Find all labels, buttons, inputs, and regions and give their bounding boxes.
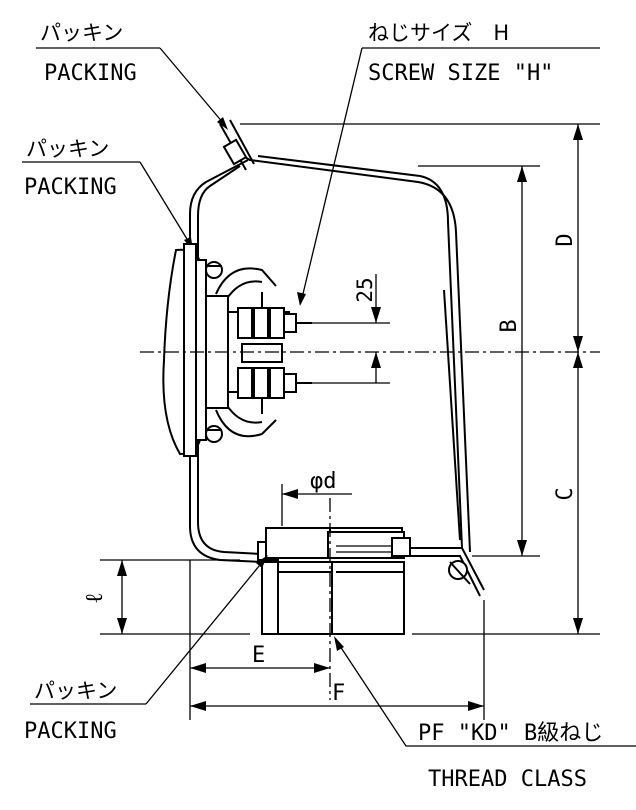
thread-en: THREAD CLASS — [428, 767, 587, 792]
screw-jp: ねじサイズ H — [368, 21, 509, 45]
packing-left-jp: パッキン — [26, 137, 109, 161]
dimension-l: ℓ — [80, 560, 127, 634]
centerlines — [140, 351, 600, 700]
dimension-25: 25 — [353, 274, 381, 383]
label-B: B — [497, 319, 522, 332]
callout-packing-top: パッキン PACKING — [36, 21, 228, 130]
label-E: E — [252, 643, 265, 668]
hood-body — [189, 119, 485, 597]
packing-bottom-jp: パッキン — [34, 679, 117, 703]
mounting-assembly — [162, 243, 312, 457]
label-D: D — [553, 233, 578, 246]
label-l: ℓ — [80, 592, 108, 604]
outlet-nozzle — [257, 527, 411, 635]
thread-jp: PF "KD" B級ねじ — [418, 721, 603, 746]
callout-screw-size: ねじサイズ H SCREW SIZE "H" — [297, 21, 600, 306]
screw-en: SCREW SIZE "H" — [368, 61, 553, 86]
dimension-E: E — [190, 643, 330, 673]
packing-top-en: PACKING — [44, 61, 137, 86]
dimension-D: D — [553, 124, 583, 352]
callout-thread: PF "KD" B級ねじ THREAD CLASS — [334, 636, 636, 792]
dimension-B: B — [497, 166, 527, 556]
dimension-d: φd — [281, 469, 352, 526]
callout-packing-bottom: パッキン PACKING — [24, 555, 268, 744]
packing-left-en: PACKING — [24, 175, 117, 200]
packing-bottom-en: PACKING — [24, 719, 117, 744]
packing-top-jp: パッキン — [40, 21, 123, 45]
label-25: 25 — [353, 277, 377, 302]
dimension-C: C — [553, 352, 583, 634]
label-d: φd — [310, 469, 337, 494]
label-C: C — [553, 487, 578, 500]
dimension-F: F — [190, 681, 484, 711]
extension-lines — [100, 123, 600, 720]
label-F: F — [332, 681, 345, 706]
callout-packing-left: パッキン PACKING — [22, 137, 193, 251]
